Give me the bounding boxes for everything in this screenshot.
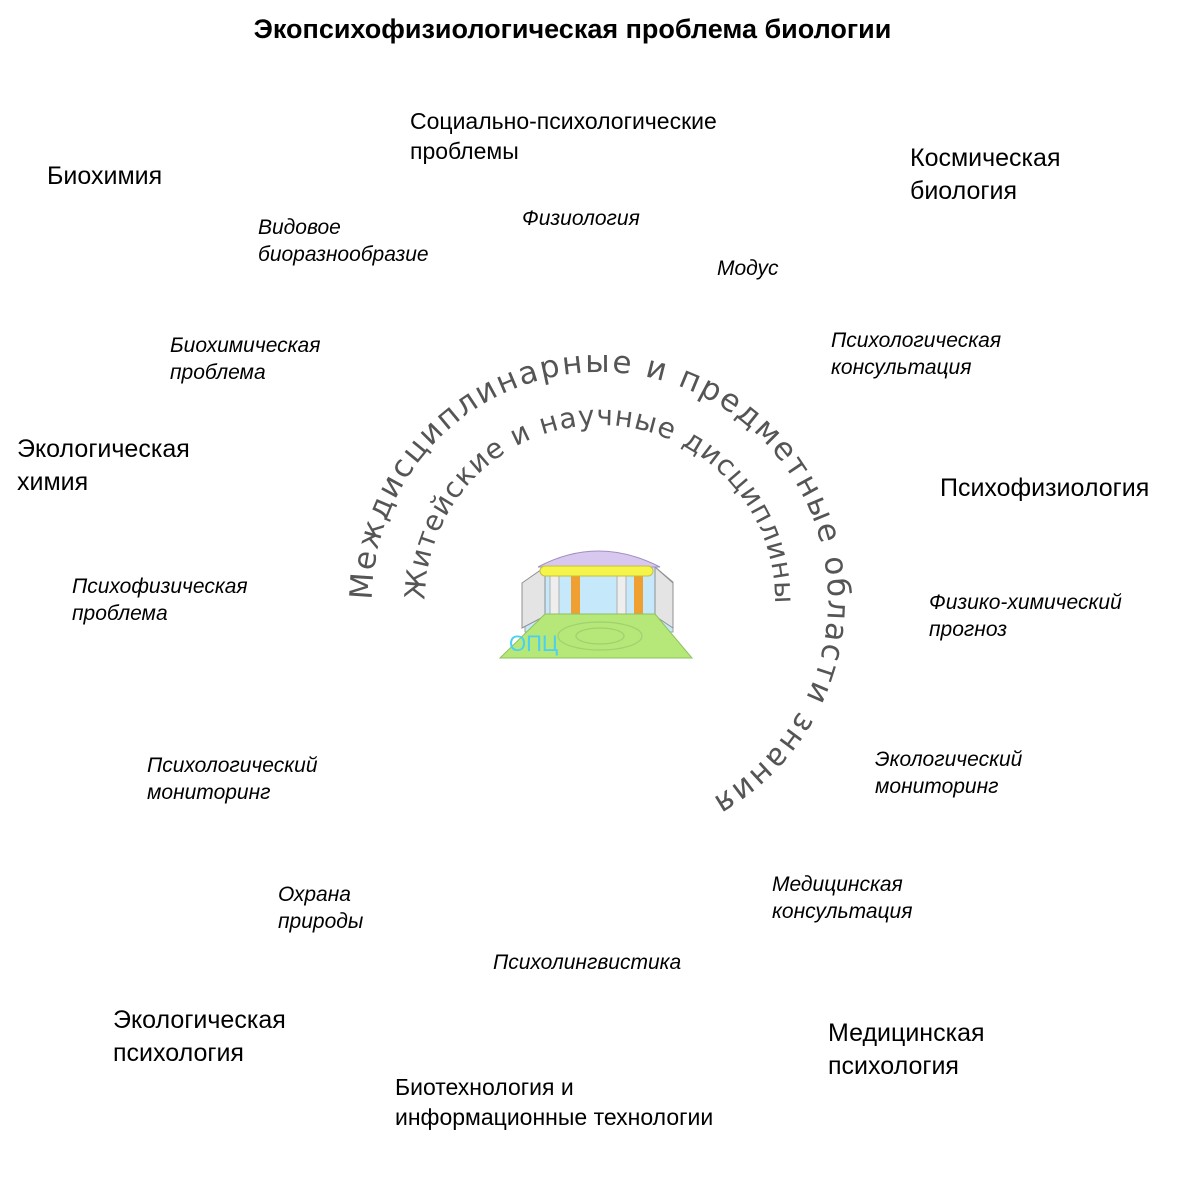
emblem-pillar [571, 574, 580, 618]
temple-emblem: ОПЦ [500, 551, 692, 658]
emblem-dome [538, 551, 660, 567]
center-label: ОПЦ [509, 631, 558, 656]
emblem-pillar [617, 574, 626, 618]
emblem-pillar [550, 574, 559, 618]
emblem-beam [540, 566, 653, 576]
emblem-pillar [634, 574, 643, 618]
